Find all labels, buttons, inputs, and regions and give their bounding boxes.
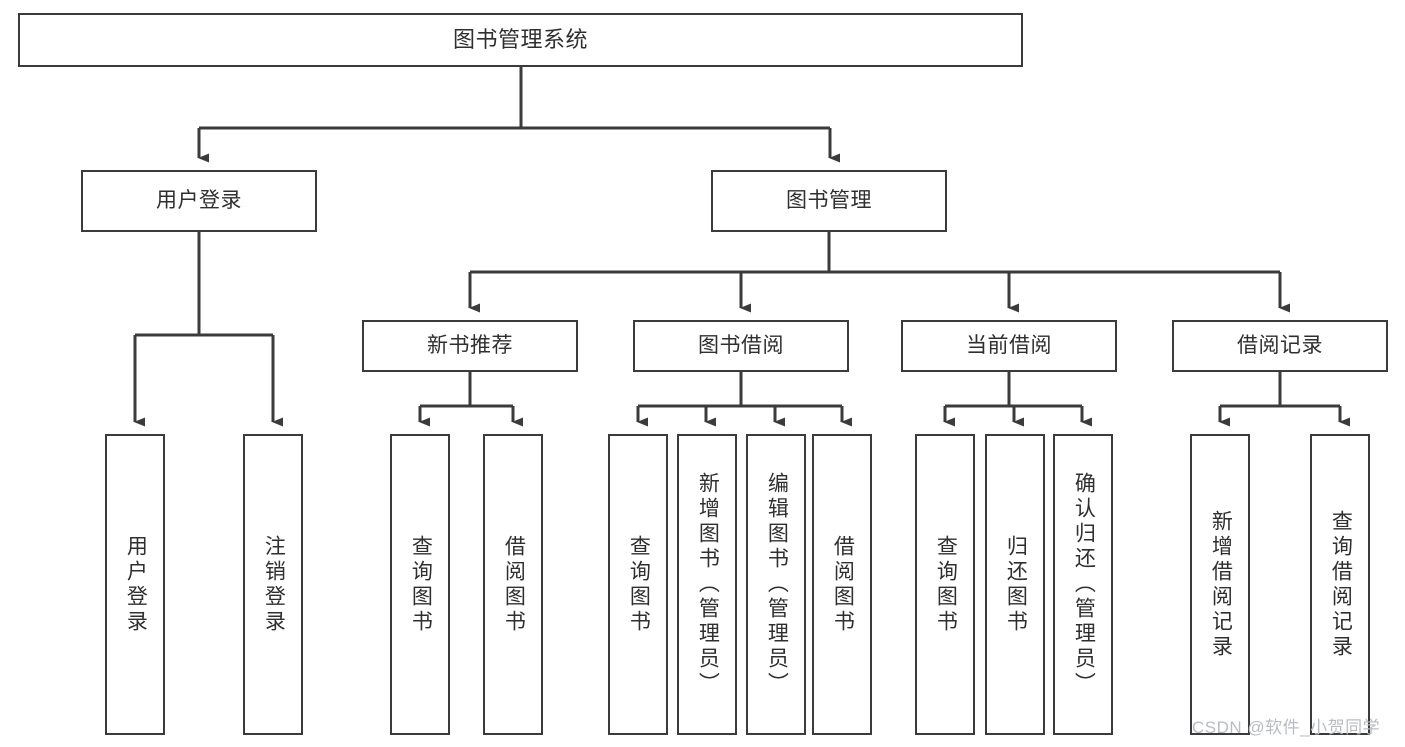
node-label: 图书管理	[786, 188, 872, 212]
node-label: 用户登录	[124, 534, 148, 635]
node-label: 借阅图书	[831, 534, 855, 635]
node-label: 新书推荐	[427, 333, 513, 357]
node-label: 归还图书	[1004, 534, 1028, 635]
leaf-user-login-logout[interactable]: 注销登录	[243, 434, 303, 735]
leaf-current-borrow-confirm-return[interactable]: 确认归还（管理员）	[1053, 434, 1113, 735]
csdn-watermark: CSDN @软件_小贺同学	[1192, 718, 1381, 737]
leaf-borrow-record-add[interactable]: 新增借阅记录	[1190, 434, 1250, 735]
node-label: 借阅图书	[502, 534, 526, 635]
node-current-borrow[interactable]: 当前借阅	[901, 320, 1117, 372]
leaf-borrow-record-query[interactable]: 查询借阅记录	[1310, 434, 1370, 735]
node-book-management[interactable]: 图书管理	[711, 170, 947, 232]
node-label: 查询图书	[934, 534, 958, 635]
node-label: 借阅记录	[1237, 333, 1323, 357]
node-label: 新增借阅记录	[1209, 509, 1233, 660]
leaf-new-book-query[interactable]: 查询图书	[390, 434, 450, 735]
node-label: 新增图书（管理员）	[696, 472, 720, 697]
node-label: 当前借阅	[966, 333, 1052, 357]
node-label: 查询图书	[409, 534, 433, 635]
node-label: 编辑图书（管理员）	[765, 472, 789, 697]
leaf-user-login-login[interactable]: 用户登录	[105, 434, 165, 735]
node-label: 图书管理系统	[452, 27, 588, 53]
node-book-borrow[interactable]: 图书借阅	[633, 320, 849, 372]
leaf-new-book-borrow[interactable]: 借阅图书	[483, 434, 543, 735]
node-borrow-record[interactable]: 借阅记录	[1172, 320, 1388, 372]
node-label: 查询借阅记录	[1329, 509, 1353, 660]
node-new-book-recommend[interactable]: 新书推荐	[362, 320, 578, 372]
leaf-current-borrow-return[interactable]: 归还图书	[985, 434, 1045, 735]
leaf-book-borrow-add[interactable]: 新增图书（管理员）	[677, 434, 737, 735]
node-label: 查询图书	[627, 534, 651, 635]
node-label: 用户登录	[156, 188, 242, 212]
leaf-current-borrow-query[interactable]: 查询图书	[915, 434, 975, 735]
leaf-book-borrow-borrow[interactable]: 借阅图书	[812, 434, 872, 735]
node-label: 确认归还（管理员）	[1072, 472, 1096, 697]
node-label: 注销登录	[262, 534, 286, 635]
leaf-book-borrow-query[interactable]: 查询图书	[608, 434, 668, 735]
leaf-book-borrow-edit[interactable]: 编辑图书（管理员）	[746, 434, 806, 735]
node-label: 图书借阅	[698, 333, 784, 357]
node-root-system[interactable]: 图书管理系统	[18, 13, 1023, 67]
node-user-login[interactable]: 用户登录	[81, 170, 317, 232]
